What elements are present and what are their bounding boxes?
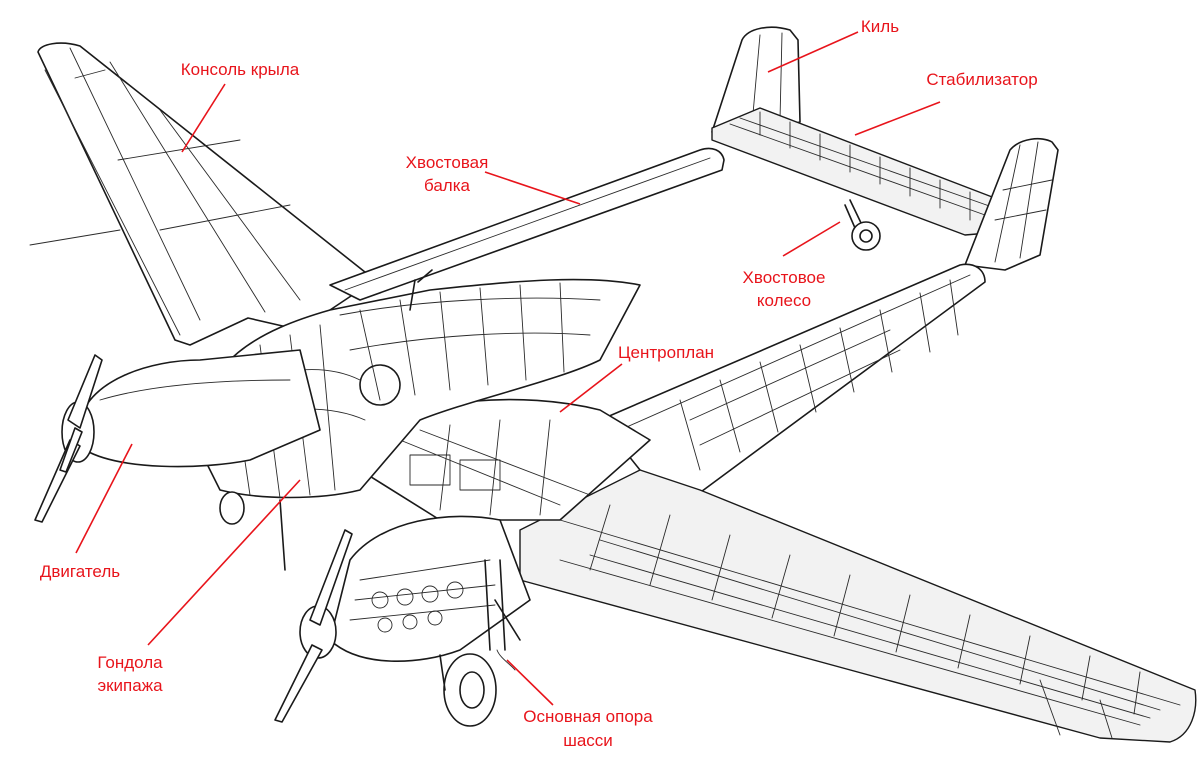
right-fin [964,137,1059,271]
labels: Консоль крыла Хвостовая балка Киль Стаби… [40,17,1038,750]
right-wing-console [519,469,1197,743]
leader-lines [75,31,941,706]
right-tail-boom [599,263,986,501]
tail-wheel [844,199,881,251]
leader-wing-console [181,83,226,153]
label-engine: Двигатель [40,562,120,581]
label-fin: Киль [861,17,899,36]
label-wing-console: Консоль крыла [181,60,300,79]
leader-tail-wheel [782,221,841,257]
label-tail-wheel-line1: Хвостовое [743,268,826,287]
leader-crew-nacelle [147,479,301,646]
label-center-section: Центроплан [618,343,714,362]
left-fin [711,26,801,133]
nose-wheel [219,491,286,571]
leader-main-gear [506,659,554,706]
label-crew-nacelle-line1: Гондола [97,653,163,672]
label-main-gear-line2: шасси [563,731,613,750]
leader-tail-boom [484,171,581,205]
leader-engine [75,443,133,554]
label-tail-boom-line1: Хвостовая [406,153,489,172]
label-crew-nacelle-line2: экипажа [97,676,163,695]
leader-stabilizer [854,101,941,136]
horizontal-stabilizer [711,107,1001,236]
left-engine [34,349,321,523]
aircraft-drawing [29,26,1197,743]
label-stabilizer: Стабилизатор [926,70,1037,89]
leader-center-section [559,363,623,413]
label-main-gear-line1: Основная опора [523,707,653,726]
left-wing-console [29,42,376,346]
main-landing-gear [439,559,521,727]
leader-fin [767,31,859,73]
label-tail-wheel-line2: колесо [757,291,811,310]
label-tail-boom-line2: балка [424,176,471,195]
left-tail-boom [329,147,725,301]
right-engine [274,515,531,723]
